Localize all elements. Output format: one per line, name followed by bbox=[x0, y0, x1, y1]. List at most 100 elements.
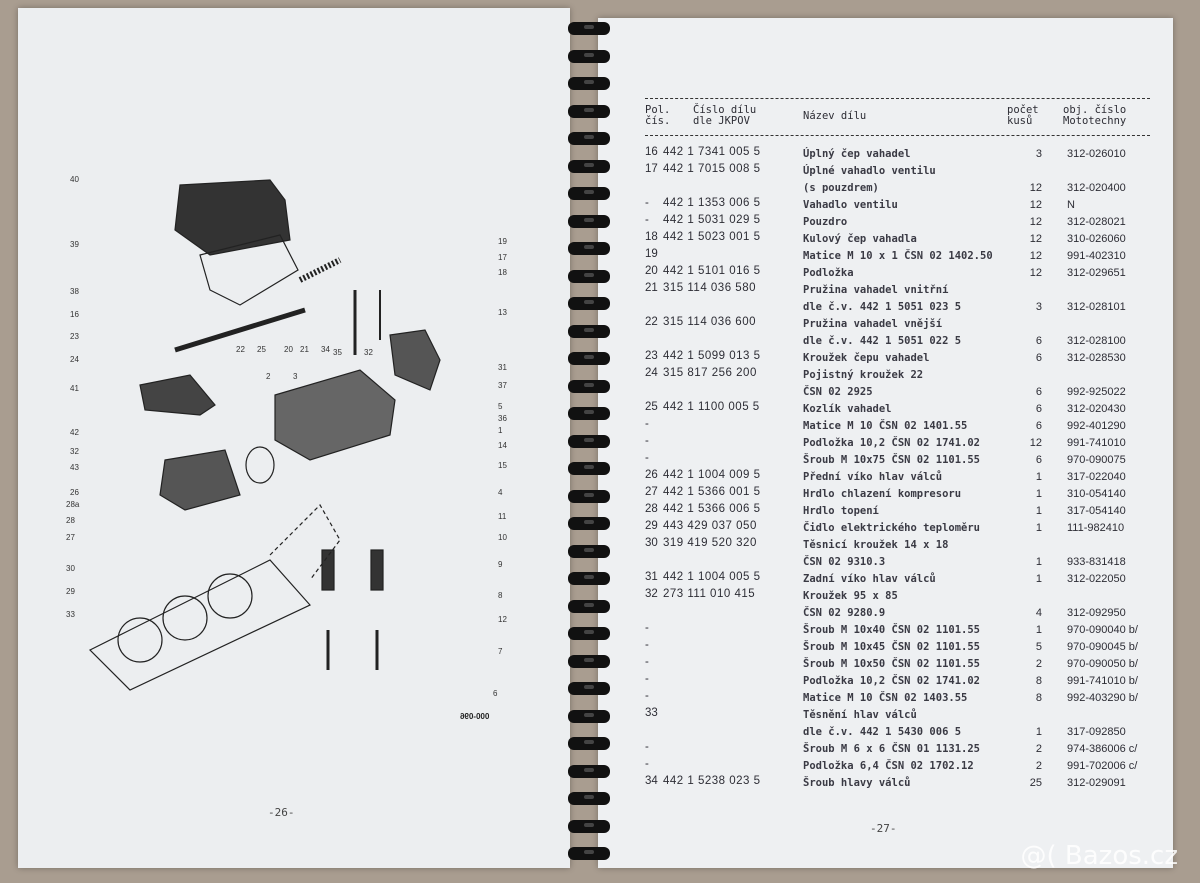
cell-qty: 4 bbox=[1035, 607, 1042, 619]
cell-pos: 27 bbox=[645, 486, 658, 498]
cell-qty: 1 bbox=[1035, 522, 1042, 534]
cell-qty: 3 bbox=[1035, 301, 1042, 313]
binding-ring bbox=[568, 737, 610, 750]
cell-part: 319 419 520 320 bbox=[663, 537, 757, 549]
callout-label: 42 bbox=[70, 428, 79, 437]
callout-label: 25 bbox=[257, 345, 266, 354]
valve-spring bbox=[370, 549, 384, 591]
cell-qty: 1 bbox=[1035, 505, 1042, 517]
cell-pos: - bbox=[645, 639, 649, 651]
callout-label: 39 bbox=[70, 240, 79, 249]
cell-pos: 30 bbox=[645, 537, 658, 549]
cell-qty: 6 bbox=[1035, 352, 1042, 364]
intake-elbow bbox=[139, 374, 216, 416]
cell-pos: - bbox=[645, 656, 649, 668]
cylinder-head bbox=[274, 369, 396, 461]
cell-name: Kroužek čepu vahadel bbox=[803, 352, 930, 364]
header-name: Název dílu bbox=[803, 110, 867, 122]
binding-ring bbox=[568, 709, 610, 723]
cell-pos: 33 bbox=[645, 707, 658, 719]
cell-qty: 3 bbox=[1035, 148, 1042, 160]
callout-label: 30 bbox=[66, 564, 75, 573]
cell-order: 312-029091 bbox=[1067, 777, 1126, 789]
cell-pos: - bbox=[645, 214, 649, 226]
binding-ring bbox=[568, 324, 610, 338]
cell-name: Šroub M 10x75 ČSN 02 1101.55 bbox=[803, 454, 981, 466]
binding-ring bbox=[568, 819, 610, 833]
spiral-binding bbox=[560, 10, 620, 860]
binding-ring bbox=[568, 352, 610, 365]
cell-pos: 16 bbox=[645, 146, 658, 158]
callout-label: 7 bbox=[498, 647, 503, 656]
cell-name: Matice M 10 x 1 ČSN 02 1402.50 bbox=[803, 250, 993, 262]
cell-pos: 25 bbox=[645, 401, 658, 413]
callout-label: 35 bbox=[333, 348, 342, 357]
divider bbox=[645, 135, 1150, 136]
cover-gasket bbox=[199, 234, 299, 306]
cell-order: 991-402310 bbox=[1067, 250, 1126, 262]
binding-ring bbox=[568, 599, 610, 613]
callout-label: 1 bbox=[498, 426, 503, 435]
callout-label: 33 bbox=[66, 610, 75, 619]
cell-order: 310-026060 bbox=[1067, 233, 1126, 245]
cell-part: 442 1 5366 001 5 bbox=[663, 486, 761, 498]
cell-name: Podložka 10,2 ČSN 02 1741.02 bbox=[803, 437, 981, 449]
cell-name: Podložka 6,4 ČSN 02 1702.12 bbox=[803, 760, 974, 772]
cell-part: 443 429 037 050 bbox=[663, 520, 757, 532]
right-page bbox=[598, 18, 1173, 868]
callout-label: 10 bbox=[498, 533, 507, 542]
callout-label: 12 bbox=[498, 615, 507, 624]
header-order: obj. číslo Mototechny bbox=[1063, 104, 1127, 127]
cell-part: 442 1 7341 005 5 bbox=[663, 146, 761, 158]
cell-name: Čidlo elektrického teploměru bbox=[803, 522, 981, 534]
callout-label: 29 bbox=[66, 587, 75, 596]
cell-qty: 6 bbox=[1035, 403, 1042, 415]
callout-label: 32 bbox=[70, 447, 79, 456]
callout-label: 37 bbox=[498, 381, 507, 390]
cell-name: Šroub M 10x40 ČSN 02 1101.55 bbox=[803, 624, 981, 636]
cell-pos: 21 bbox=[645, 282, 658, 294]
cell-part: 442 1 1353 006 5 bbox=[663, 197, 761, 209]
cell-name: Kozlík vahadel bbox=[803, 403, 892, 415]
callout-label: 9 bbox=[498, 560, 503, 569]
rocker-shaft bbox=[174, 307, 306, 353]
cell-part: 442 1 5238 023 5 bbox=[663, 775, 761, 787]
cell-order: 992-925022 bbox=[1067, 386, 1126, 398]
cell-pos: 34 bbox=[645, 775, 658, 787]
cell-name: Matice M 10 ČSN 02 1401.55 bbox=[803, 420, 968, 432]
cell-name: Pojistný kroužek 22 ČSN 02 2925 bbox=[803, 369, 924, 398]
binding-ring bbox=[568, 517, 610, 530]
cell-order: 312-022050 bbox=[1067, 573, 1126, 585]
cell-pos: - bbox=[645, 622, 649, 634]
figure-code: 000-096 bbox=[460, 712, 490, 721]
table-header: Pol. čís. Číslo dílu dle JKPOV Název díl… bbox=[645, 99, 1150, 135]
cell-order: 312-026010 bbox=[1067, 148, 1126, 160]
cell-order: 317-092850 bbox=[1067, 726, 1126, 738]
cell-name: Šroub M 10x45 ČSN 02 1101.55 bbox=[803, 641, 981, 653]
cell-part: 315 114 036 580 bbox=[663, 282, 756, 294]
head-gasket bbox=[88, 559, 311, 691]
cell-order: 310-054140 bbox=[1067, 488, 1126, 500]
cell-pos: 32 bbox=[645, 588, 658, 600]
cell-pos: 28 bbox=[645, 503, 658, 515]
cell-part: 442 1 5031 029 5 bbox=[663, 214, 761, 226]
cell-name: Šroub M 6 x 6 ČSN 01 1131.25 bbox=[803, 743, 981, 755]
header-pos: Pol. čís. bbox=[645, 104, 671, 127]
cell-qty: 2 bbox=[1035, 743, 1042, 755]
exploded-diagram bbox=[88, 179, 441, 691]
cell-qty: 6 bbox=[1035, 420, 1042, 432]
